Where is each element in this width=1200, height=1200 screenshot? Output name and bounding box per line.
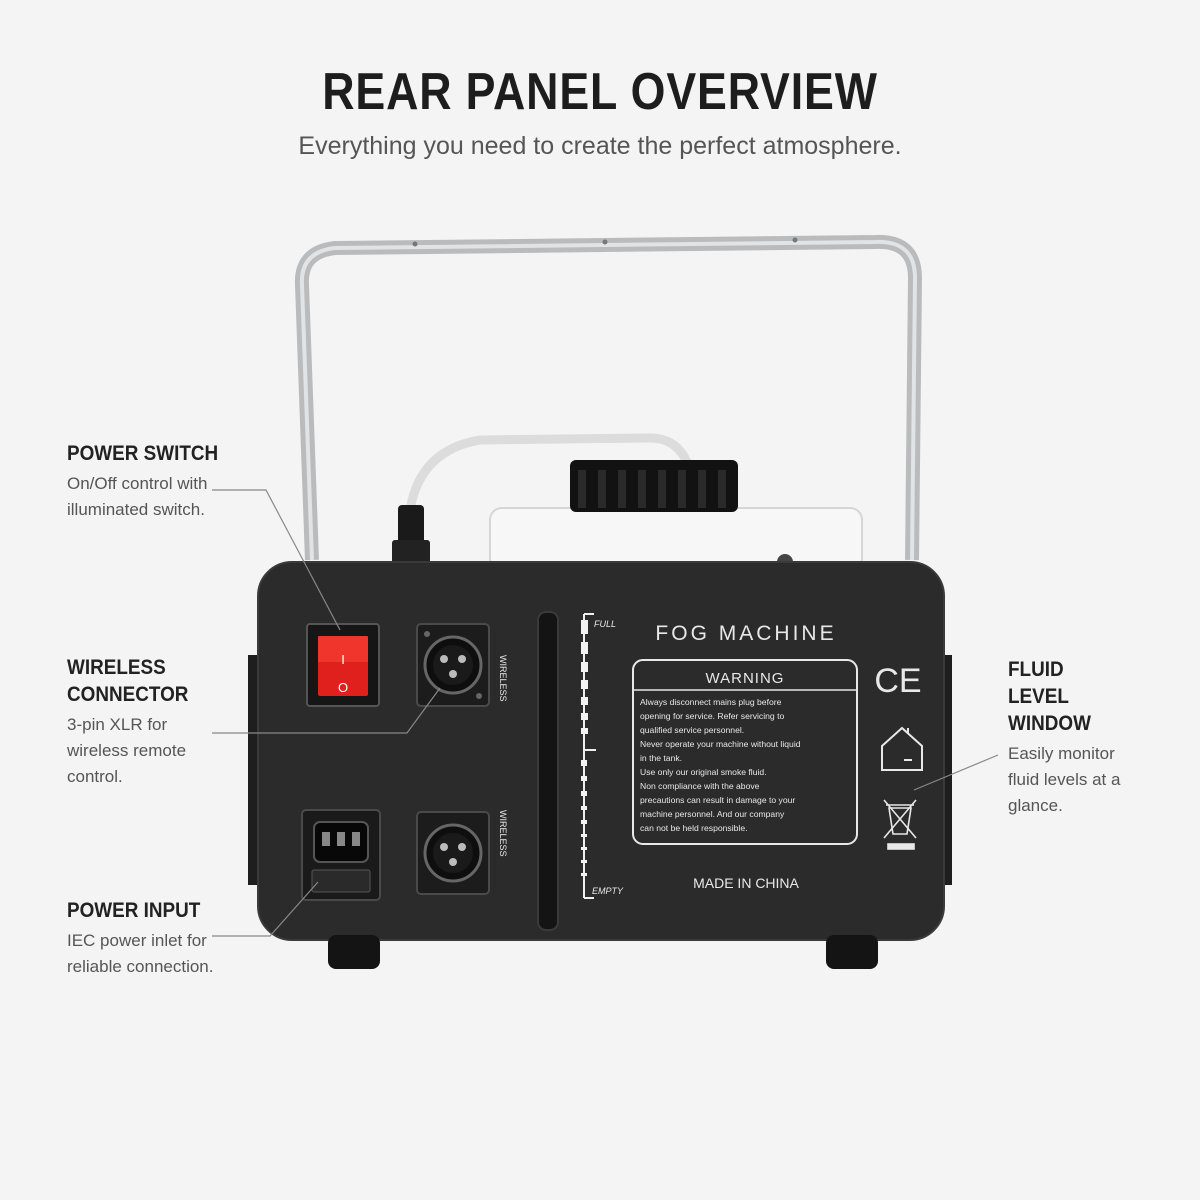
switch-off-symbol: O [338, 680, 348, 695]
warning-line-6: Use only our original smoke fluid. [640, 767, 767, 777]
leader-line-wireless [212, 687, 441, 734]
warning-line-2: opening for service. Refer servicing to [640, 711, 784, 721]
foot-left [328, 935, 380, 969]
callout-fluid-level: FLUID LEVEL WINDOW Easily monitor fluid … [1008, 656, 1143, 819]
callout-power-switch: POWER SWITCH On/Off control with illumin… [67, 440, 227, 523]
callout-description: Easily monitor fluid levels at a glance. [1008, 744, 1121, 815]
brand-label: FOG MACHINE [655, 622, 836, 645]
page-subtitle: Everything you need to create the perfec… [298, 132, 902, 160]
callout-heading: FLUID LEVEL WINDOW [1008, 658, 1091, 735]
ce-mark: CE [874, 662, 921, 700]
callout-heading: WIRELESS CONNECTOR [67, 656, 189, 706]
warning-title: WARNING [706, 670, 785, 687]
weee-bin-icon [883, 799, 917, 850]
tank-cap [570, 460, 738, 512]
callout-heading: POWER SWITCH [67, 442, 219, 465]
power-switch[interactable]: I O [306, 623, 380, 707]
callout-wireless-connector: WIRELESS CONNECTOR 3-pin XLR for wireles… [67, 654, 217, 790]
page-title: REAR PANEL OVERVIEW [322, 63, 878, 121]
warning-line-8: precautions can result in damage to your [640, 795, 795, 805]
fluid-level-gauge: FULL EMPTY [581, 613, 624, 899]
warning-line-5: in the tank. [640, 753, 682, 763]
xlr-connector-top[interactable] [416, 623, 490, 707]
warning-line-9: machine personnel. And our company [640, 809, 785, 819]
fluid-tank [489, 507, 863, 571]
leader-line-power-input [212, 881, 319, 937]
warning-label: WARNING Always disconnect mains plug bef… [632, 659, 858, 845]
callout-description: IEC power inlet for reliable connection. [67, 931, 214, 976]
callout-heading: POWER INPUT [67, 899, 201, 922]
warning-line-4: Never operate your machine without liqui… [640, 739, 801, 749]
made-in-label: MADE IN CHINA [693, 875, 799, 891]
indoor-use-icon [881, 726, 923, 771]
leader-line-power-switch [212, 489, 341, 631]
fluid-hose [405, 433, 695, 511]
callout-description: 3-pin XLR for wireless remote control. [67, 715, 187, 786]
xlr-connector-bottom[interactable] [416, 811, 490, 895]
foot-right [826, 935, 878, 969]
gauge-empty-label: EMPTY [592, 886, 624, 896]
xlr-label-bottom: WIRELESS [498, 810, 508, 857]
xlr-label-top: WIRELESS [498, 655, 508, 702]
iec-power-inlet[interactable] [301, 809, 381, 901]
warning-line-7: Non compliance with the above [640, 781, 760, 791]
gauge-full-label: FULL [594, 619, 616, 629]
warning-line-10: can not be held responsible. [640, 823, 748, 833]
leader-line-fluid-level [913, 754, 999, 791]
warning-line-1: Always disconnect mains plug before [640, 697, 782, 707]
switch-on-symbol: I [341, 652, 345, 667]
fluid-level-window [537, 611, 559, 931]
callout-power-input: POWER INPUT IEC power inlet for reliable… [67, 897, 217, 980]
warning-line-3: qualified service personnel. [640, 725, 744, 735]
callout-description: On/Off control with illuminated switch. [67, 474, 208, 519]
